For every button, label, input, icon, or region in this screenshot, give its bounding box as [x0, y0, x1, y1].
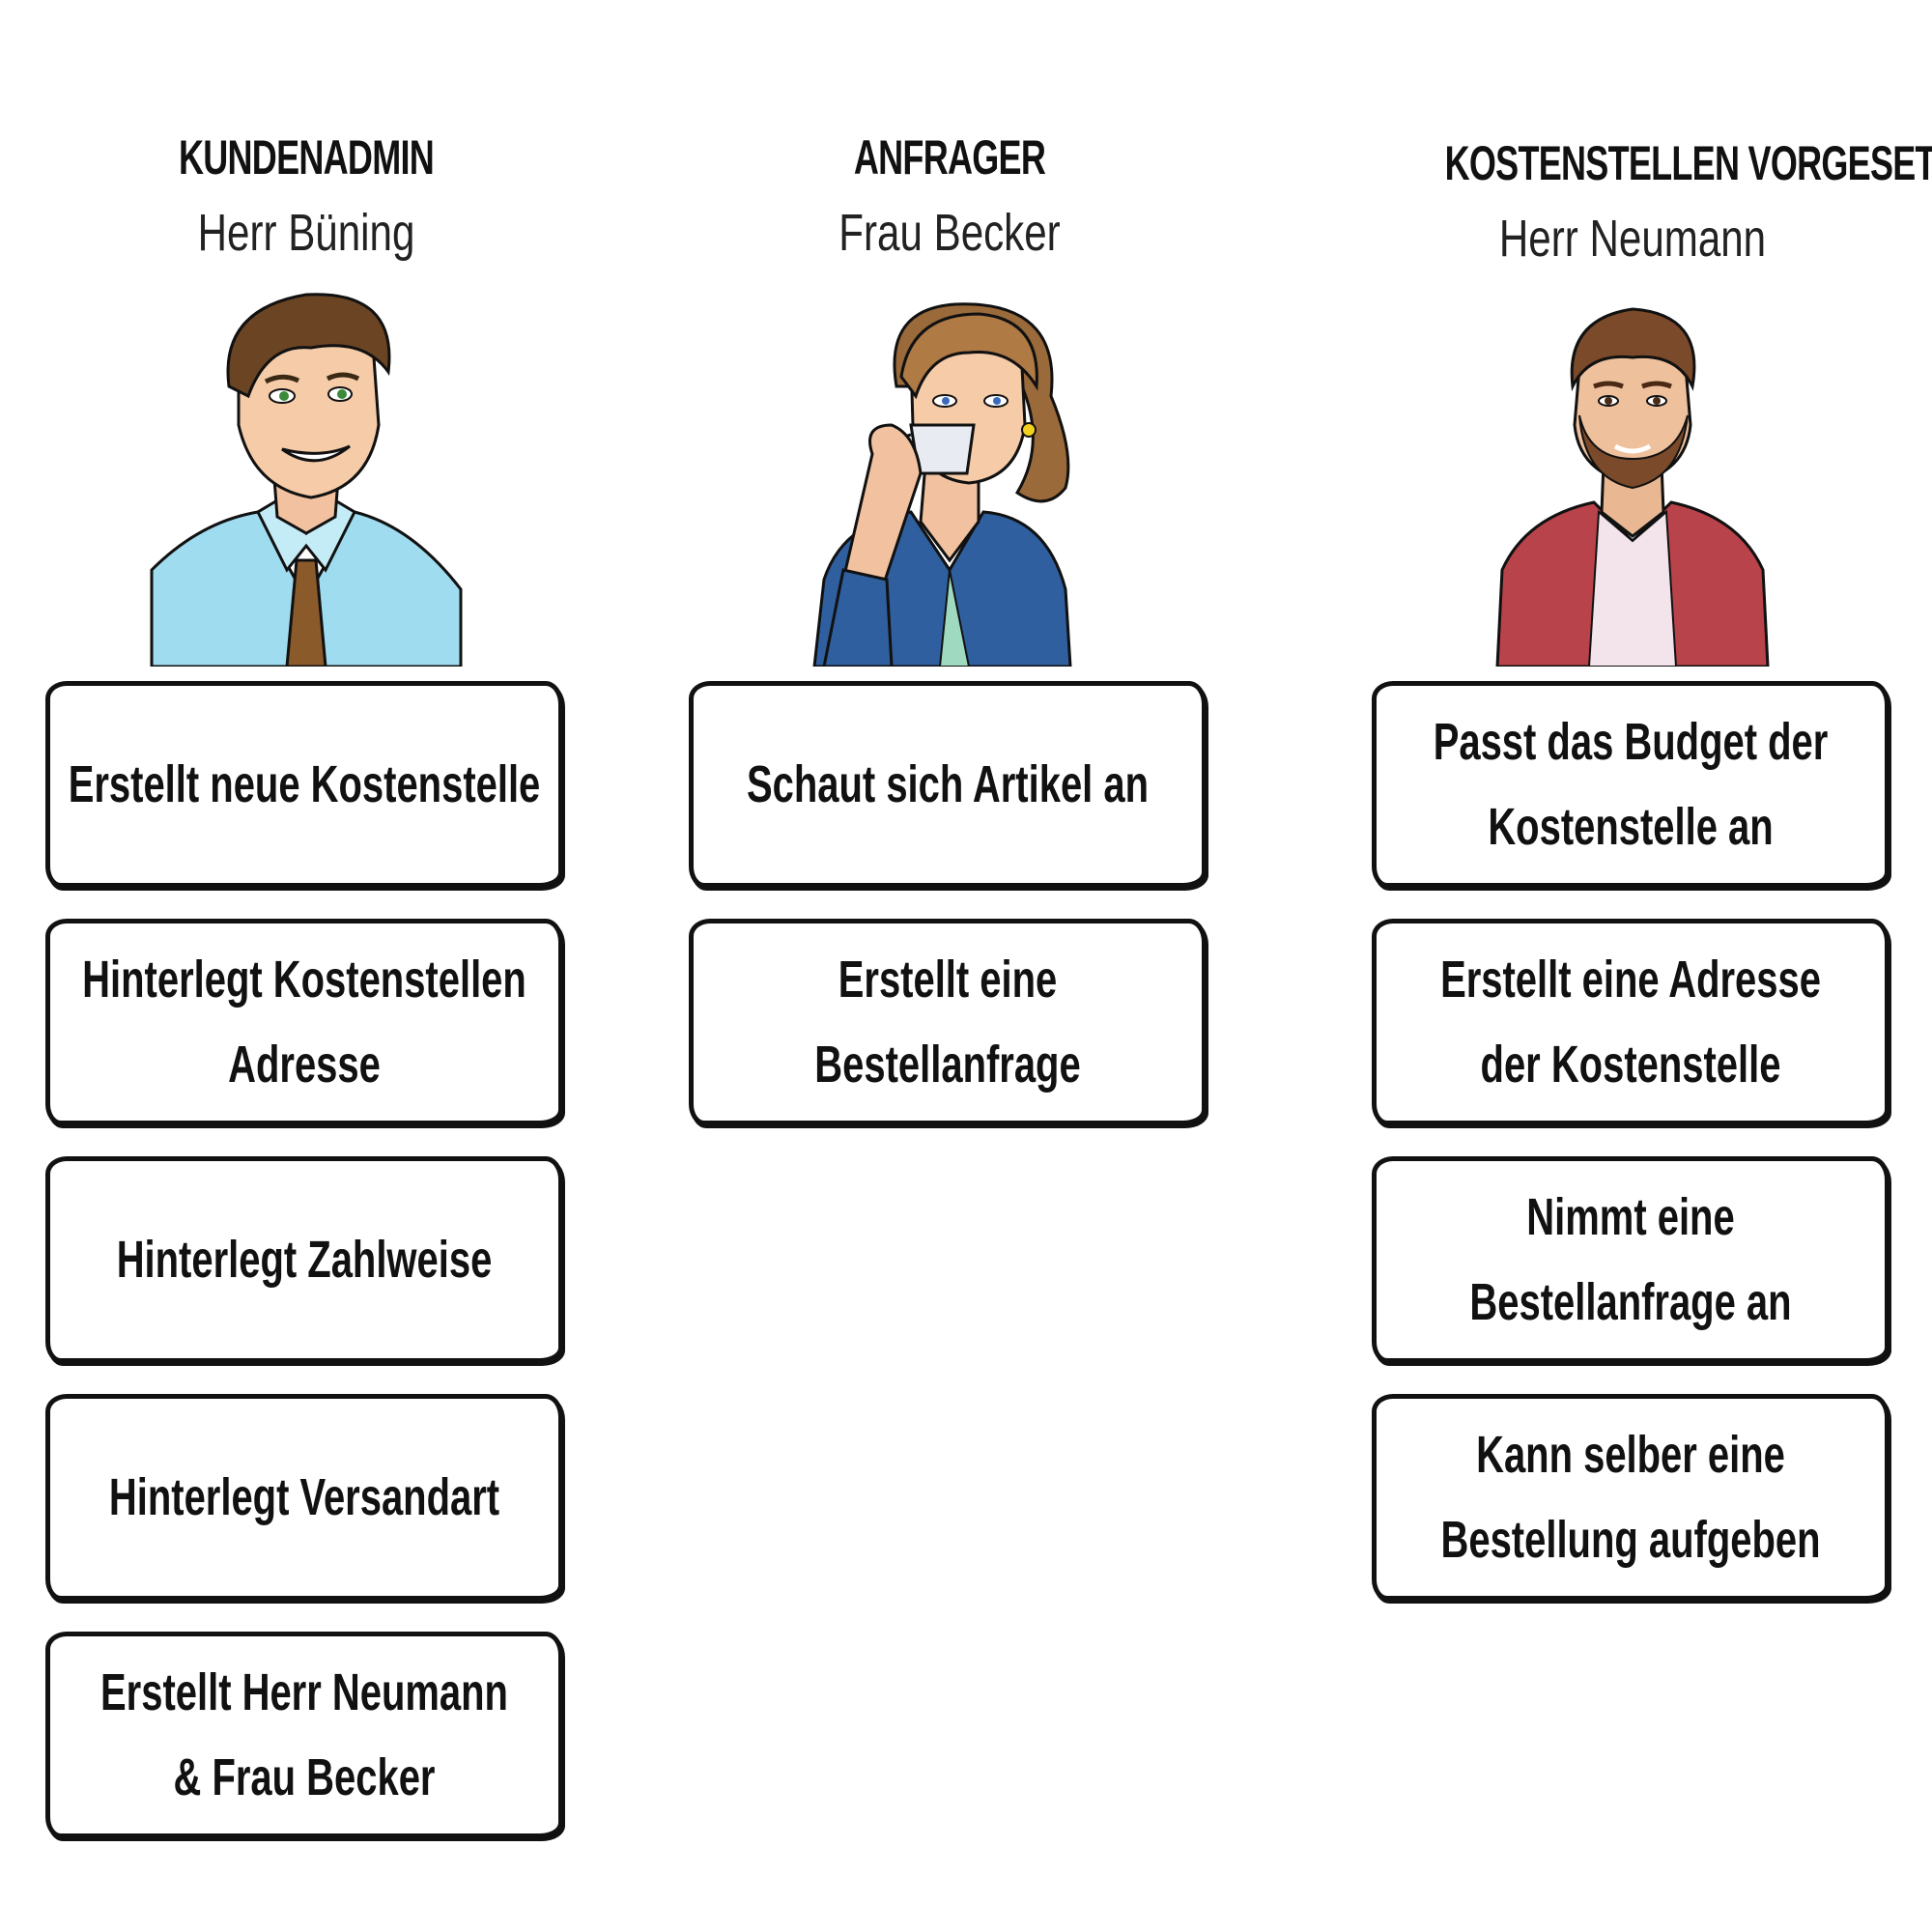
businessman-blue-shirt-icon — [45, 280, 567, 667]
task-box: Erstellt Herr Neumann & Frau Becker — [45, 1632, 563, 1838]
role-title: KOSTENSTELLEN VORGESETZTER — [1444, 136, 1932, 190]
task-text: Passt das Budget der Kostenstelle an — [1433, 713, 1829, 856]
task-box: Hinterlegt Zahlweise — [45, 1156, 563, 1363]
task-box: Erstellt neue Kostenstelle — [45, 681, 563, 888]
task-text: Erstellt Herr Neumann & Frau Becker — [100, 1663, 508, 1806]
person-name: Frau Becker — [838, 204, 1061, 262]
role-title: ANFRAGER — [853, 130, 1046, 185]
role-title: KUNDENADMIN — [178, 130, 435, 185]
task-box: Nimmt eine Bestellanfrage an — [1372, 1156, 1889, 1363]
task-text: Hinterlegt Versandart — [108, 1468, 500, 1526]
task-text: Nimmt eine Bestellanfrage an — [1469, 1188, 1792, 1331]
task-text: Hinterlegt Zahlweise — [116, 1231, 493, 1289]
person-name: Herr Büning — [197, 204, 415, 262]
task-text: Kann selber eine Bestellung aufgeben — [1440, 1426, 1821, 1569]
task-text: Hinterlegt Kostenstellen Adresse — [82, 951, 526, 1094]
woman-drinking-coffee-icon — [689, 280, 1210, 667]
task-text: Schaut sich Artikel an — [746, 755, 1150, 813]
person-name: Herr Neumann — [1498, 210, 1767, 268]
task-box: Erstellt eine Adresse der Kostenstelle — [1372, 919, 1889, 1125]
task-box: Schaut sich Artikel an — [689, 681, 1207, 888]
task-box: Passt das Budget der Kostenstelle an — [1372, 681, 1889, 888]
task-box: Kann selber eine Bestellung aufgeben — [1372, 1394, 1889, 1601]
task-text: Erstellt eine Bestellanfrage — [814, 951, 1081, 1094]
task-box: Hinterlegt Versandart — [45, 1394, 563, 1601]
task-text: Erstellt eine Adresse der Kostenstelle — [1440, 951, 1821, 1094]
bearded-man-red-jacket-icon — [1372, 280, 1893, 667]
task-text: Erstellt neue Kostenstelle — [68, 755, 541, 813]
task-box: Hinterlegt Kostenstellen Adresse — [45, 919, 563, 1125]
task-box: Erstellt eine Bestellanfrage — [689, 919, 1207, 1125]
